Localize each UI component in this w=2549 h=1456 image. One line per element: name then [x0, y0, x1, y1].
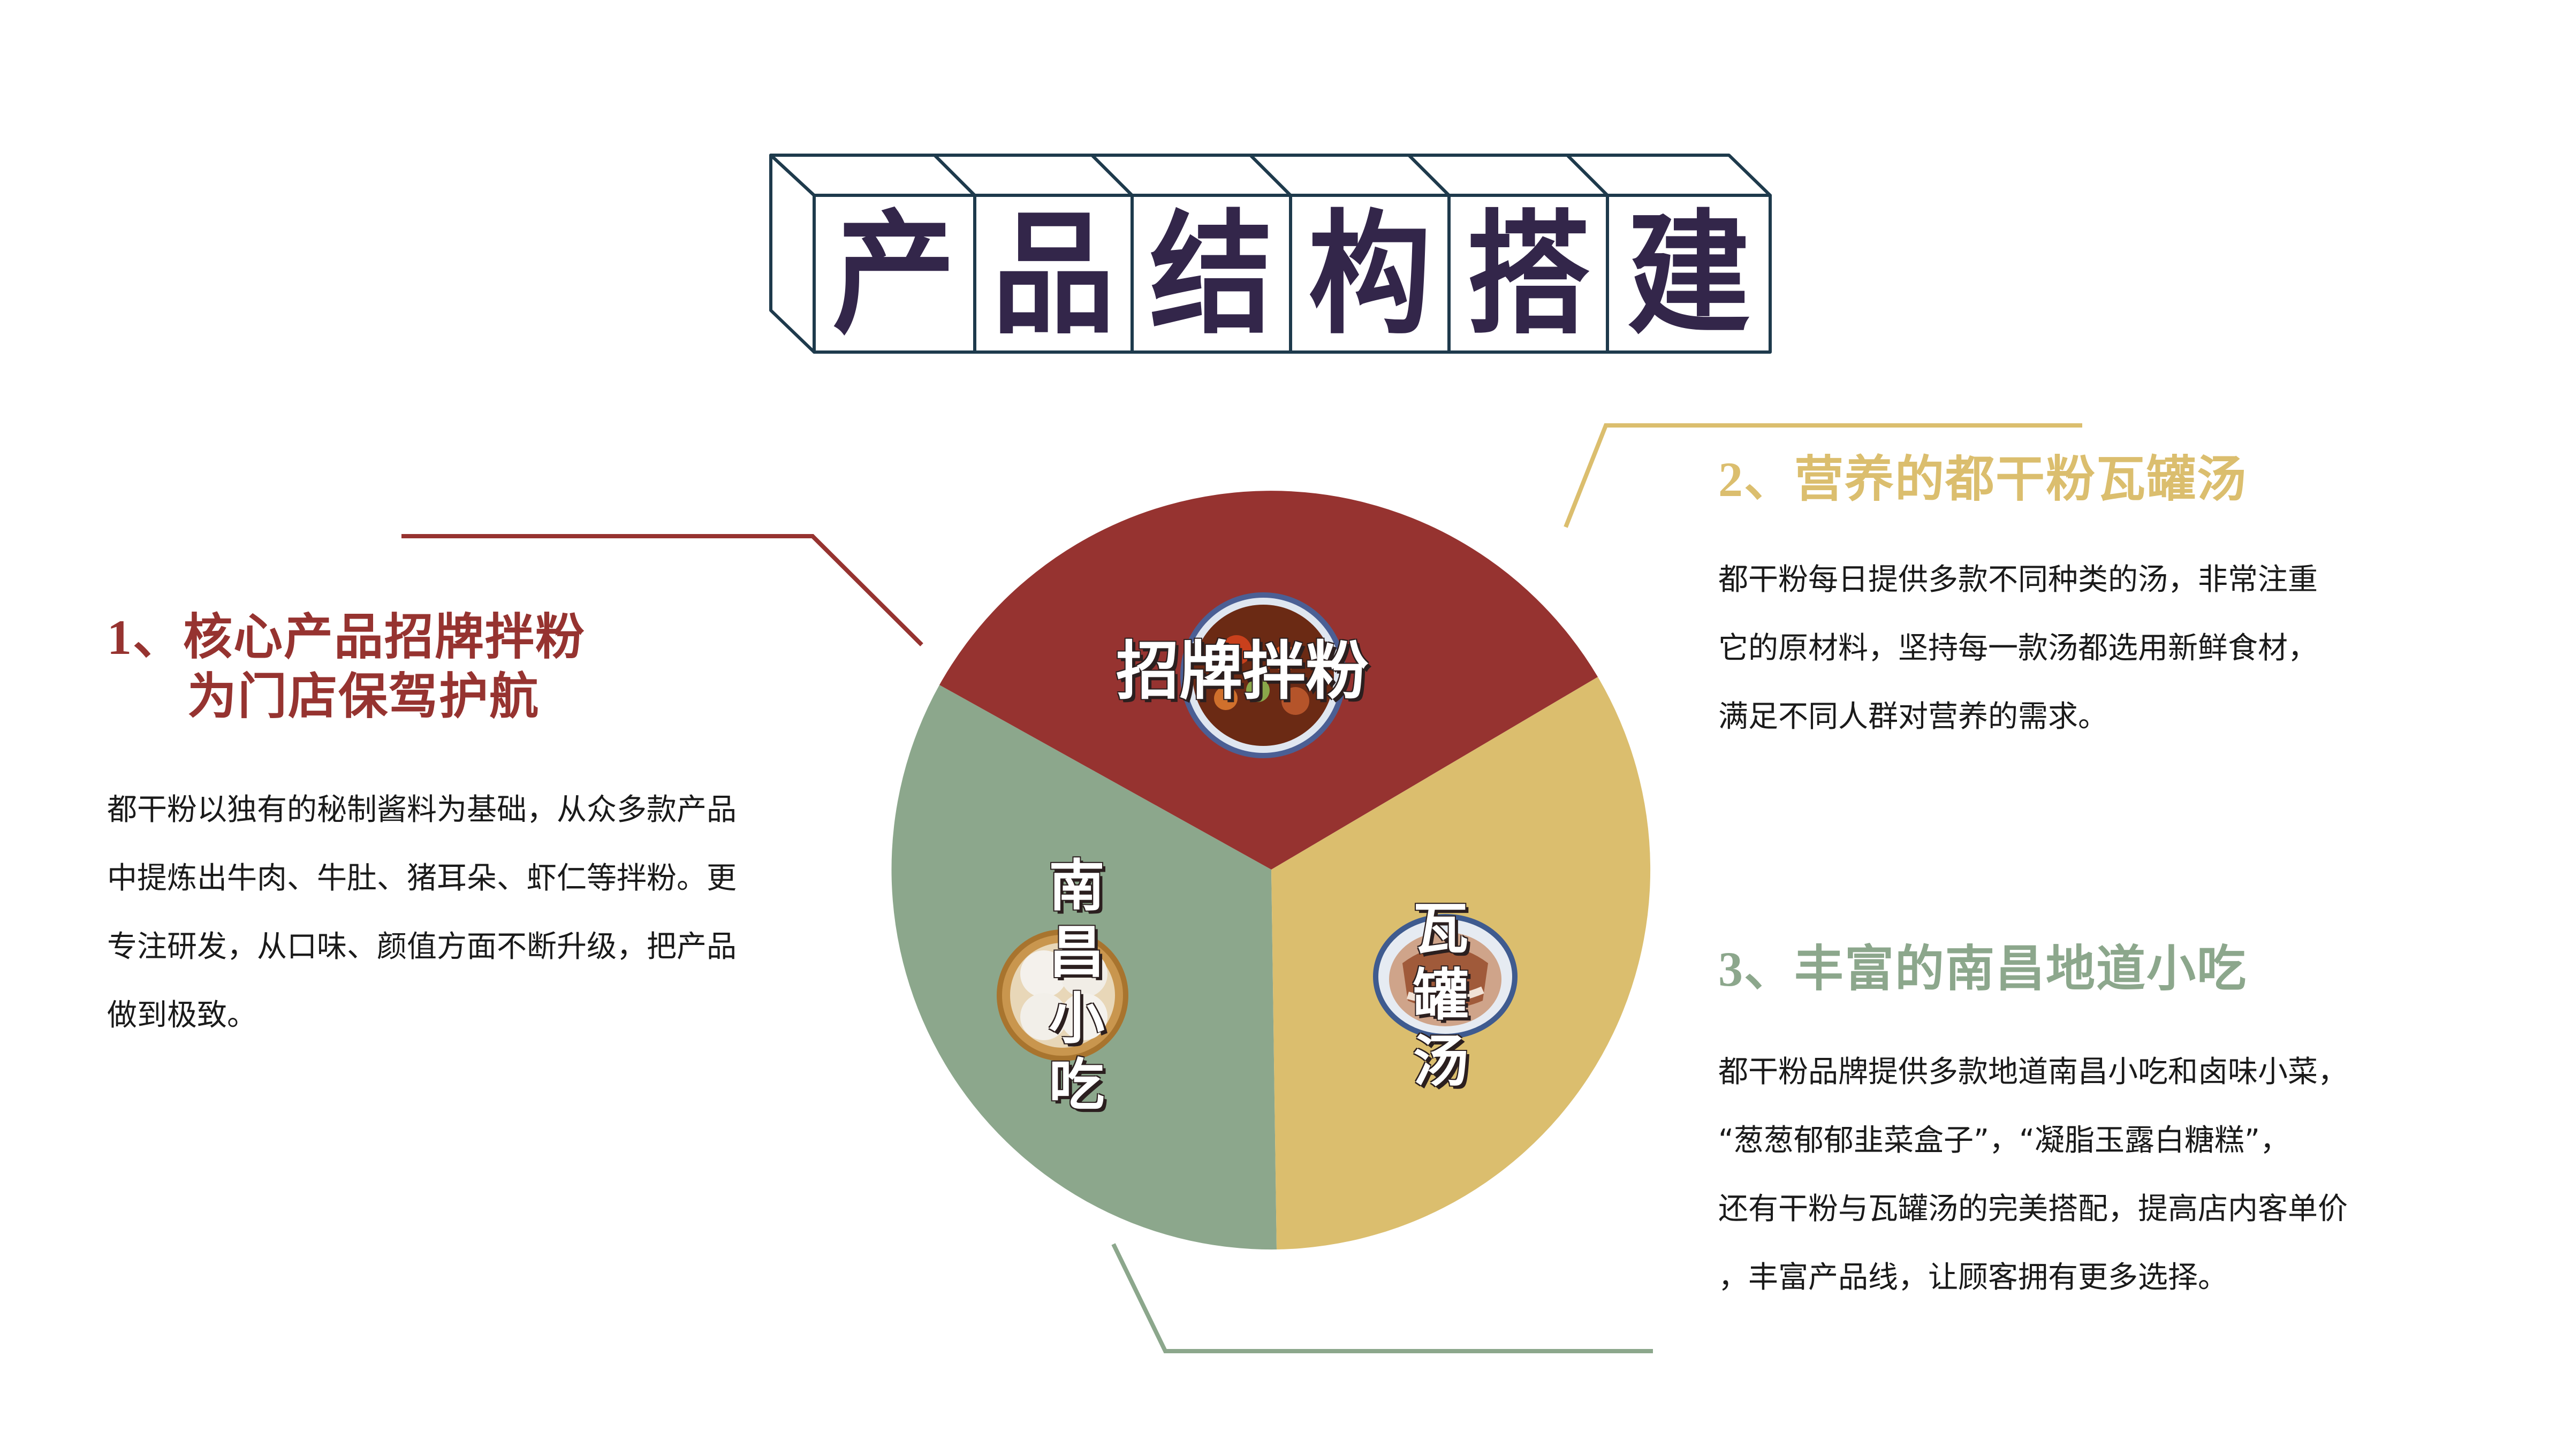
- section-3-body: 都干粉品牌提供多款地道南昌小吃和卤味小菜， “葱葱郁郁韭菜盒子”，“凝脂玉露白糖…: [1718, 1038, 2348, 1312]
- pie-label-nanchang-snacks: 南昌小吃: [1039, 856, 1105, 1122]
- section-1-body-line: 中提炼出牛肉、牛肚、猪耳朵、虾仁等拌粉。更: [107, 861, 737, 896]
- mixed-noodle-bowl-icon: [1180, 592, 1346, 758]
- title-char-6: 建: [1627, 198, 1750, 353]
- section-1-body: 都干粉以独有的秘制酱料为基础，从众多款产品 中提炼出牛肉、牛肚、猪耳朵、虾仁等拌…: [107, 776, 737, 1050]
- section-1-title: 1、核心产品招牌拌粉 为门店保驾护航: [107, 607, 586, 726]
- section-2-body: 都干粉每日提供多款不同种类的汤，非常注重 它的原材料，坚持每一款汤都选用新鲜食材…: [1718, 546, 2318, 751]
- section-3-body-line: ，丰富产品线，让顾客拥有更多选择。: [1718, 1260, 2228, 1295]
- pie-label-signature-noodles: 招牌拌粉: [1116, 634, 1369, 708]
- section-2-title: 2、营养的都干粉瓦罐汤: [1718, 449, 2247, 509]
- title-char-2: 品: [991, 198, 1115, 353]
- section-1-number: 1、: [107, 610, 184, 665]
- section-1-body-line: 专注研发，从口味、颜值方面不断升级，把产品: [107, 929, 737, 964]
- callout-line-3: [1111, 1243, 1653, 1353]
- section-3-title: 3、丰富的南昌地道小吃: [1718, 939, 2247, 998]
- clay-pot-soup-bowl-icon: [1373, 914, 1518, 1039]
- section-2-body-line: 满足不同人群对营养的需求。: [1718, 699, 2108, 734]
- section-1-body-line: 都干粉以独有的秘制酱料为基础，从众多款产品: [107, 792, 737, 827]
- title-char-1: 产: [832, 198, 955, 353]
- section-3-body-line: “葱葱郁郁韭菜盒子”，“凝脂玉露白糖糕”，: [1718, 1123, 2290, 1158]
- section-3-number: 3、: [1718, 942, 1795, 996]
- title-char-3: 结: [1149, 198, 1273, 353]
- section-2-body-line: 都干粉每日提供多款不同种类的汤，非常注重: [1718, 562, 2318, 597]
- section-1-title-line1: 核心产品招牌拌粉: [183, 608, 586, 666]
- section-1-title-line2: 为门店保驾护航: [187, 667, 540, 726]
- section-3-body-line: 都干粉品牌提供多款地道南昌小吃和卤味小菜，: [1718, 1055, 2348, 1089]
- section-2-title-line1: 营养的都干粉瓦罐汤: [1794, 450, 2248, 508]
- section-2-number: 2、: [1718, 452, 1795, 507]
- section-3-body-line: 还有干粉与瓦罐汤的完美搭配，提高店内客单价: [1718, 1192, 2348, 1226]
- section-2-body-line: 它的原材料，坚持每一款汤都选用新鲜食材，: [1718, 631, 2318, 666]
- steamed-buns-basket-icon: [997, 929, 1128, 1061]
- callout-line-2: [1564, 423, 2082, 528]
- pie-label-clay-pot-soup: 瓦罐汤: [1403, 899, 1469, 1098]
- callout-line-1: [401, 534, 923, 646]
- title-char-4: 构: [1308, 198, 1431, 353]
- title-char-5: 搭: [1466, 198, 1590, 353]
- section-1-body-line: 做到极致。: [107, 998, 257, 1033]
- section-3-title-line1: 丰富的南昌地道小吃: [1794, 940, 2248, 997]
